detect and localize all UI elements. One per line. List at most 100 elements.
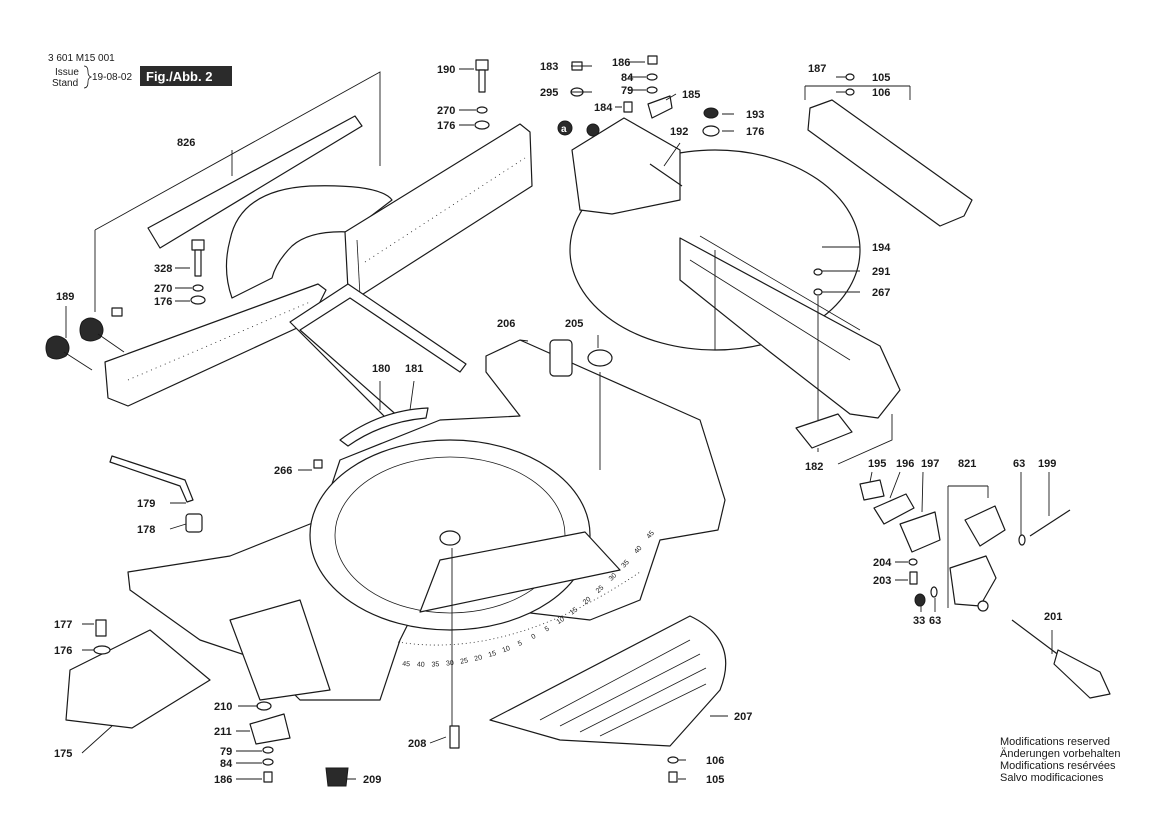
callout-105b: 105 (706, 774, 724, 786)
screw-266 (313, 459, 323, 469)
bracket-lower (949, 555, 997, 607)
callout-84a: 84 (621, 72, 634, 84)
fence-left-scale (127, 301, 311, 381)
knob-189-a-stem (63, 351, 93, 371)
callout-821: 821 (958, 458, 976, 470)
callout-179: 179 (137, 498, 155, 510)
leader-821 (947, 485, 989, 608)
scale-mark: 35 (620, 559, 631, 570)
scale-mark: 5 (517, 640, 524, 648)
scale-mark: 20 (582, 596, 593, 606)
header-brace (83, 65, 93, 89)
callout-193: 193 (746, 109, 764, 121)
washer-176d (93, 645, 111, 655)
scale-mark: 35 (431, 661, 439, 668)
screw-291 (813, 268, 823, 276)
callout-201: 201 (1044, 611, 1062, 623)
washer-270b (192, 284, 204, 292)
callout-195: 195 (868, 458, 886, 470)
washer-79b (262, 746, 274, 754)
scale-mark: 15 (488, 650, 498, 659)
pin-184 (623, 101, 633, 113)
handle-201 (1053, 649, 1111, 699)
knob-189-b-stem (97, 333, 125, 353)
scale-mark: 5 (544, 625, 551, 633)
fence-187 (807, 99, 973, 227)
callout-187: 187 (808, 63, 826, 75)
callout-176c: 176 (746, 126, 764, 138)
callout-209: 209 (363, 774, 381, 786)
screw-105a (845, 73, 855, 81)
scale-mark: 10 (556, 616, 566, 626)
part-number: 3 601 M15 001 (48, 53, 115, 64)
callout-186b: 186 (214, 774, 232, 786)
clamp-wire (289, 283, 467, 425)
block-197 (899, 511, 941, 553)
callout-186a: 186 (612, 57, 630, 69)
callout-175: 175 (54, 748, 72, 760)
callout-205: 205 (565, 318, 583, 330)
callout-a-letter: a (561, 124, 567, 135)
callout-208: 208 (408, 738, 426, 750)
pin (111, 307, 123, 317)
callout-266: 266 (274, 465, 292, 477)
knob-detail (586, 123, 600, 137)
washer-63b (930, 586, 938, 598)
figure-label: Fig./Abb. 2 (146, 69, 212, 84)
leader-826 (94, 71, 381, 312)
plate-185 (647, 95, 673, 119)
callout-185: 185 (682, 89, 700, 101)
note-line-es: Salvo modificaciones (1000, 772, 1104, 784)
base-left-lock (229, 599, 331, 701)
pivot-hub (439, 530, 461, 546)
callout-291: 291 (872, 266, 890, 278)
note-line-en: Modifications reserved (1000, 736, 1111, 748)
stand-label: Stand (52, 78, 78, 89)
callout-181: 181 (405, 363, 423, 375)
sleeve-178 (185, 513, 203, 533)
screw-177 (95, 619, 107, 637)
screw-204 (908, 558, 918, 566)
callout-84b: 84 (220, 758, 233, 770)
scale-mark: 10 (501, 645, 511, 654)
scale-mark: 45 (402, 661, 410, 669)
leader-187 (804, 85, 911, 100)
screw-203 (909, 571, 918, 585)
note-line-de: Änderungen vorbehalten (1000, 748, 1121, 760)
scale-mark: 25 (460, 657, 469, 665)
callout-194: 194 (872, 242, 891, 254)
scale-mark: 20 (474, 654, 483, 663)
bolt-190-head (475, 59, 489, 71)
callout-leaders (65, 61, 1053, 780)
callout-79b: 79 (220, 746, 232, 758)
callout-183: 183 (540, 61, 558, 73)
nut-193 (703, 107, 719, 119)
washer-267 (813, 288, 823, 296)
screw-208 (449, 725, 460, 749)
foot-209 (325, 767, 349, 787)
callout-295: 295 (540, 87, 558, 99)
scale-mark: 30 (608, 572, 619, 583)
turntable-arm (419, 531, 621, 613)
callout-196: 196 (896, 458, 914, 470)
callout-211: 211 (214, 726, 232, 738)
modifications-note: Modifications reserved Änderungen vorbeh… (1000, 736, 1120, 784)
fence-assembly (45, 59, 533, 407)
callout-177: 177 (54, 619, 72, 631)
table-arm (679, 237, 901, 419)
fence-right-scale (364, 157, 526, 263)
washer-84a (646, 73, 658, 81)
cap-205 (587, 349, 613, 367)
callout-176d: 176 (54, 645, 72, 657)
pad-182 (795, 413, 853, 449)
knob-189-a (45, 335, 70, 360)
callout-210: 210 (214, 701, 232, 713)
scale-mark: 45 (646, 530, 656, 541)
knob-189-b (79, 317, 104, 342)
callout-63a: 63 (1013, 458, 1025, 470)
callout-270a: 270 (437, 105, 455, 117)
tray-207 (489, 615, 727, 747)
scale-mark: 15 (569, 606, 580, 616)
washer-176c (702, 125, 720, 137)
callout-203: 203 (873, 575, 891, 587)
